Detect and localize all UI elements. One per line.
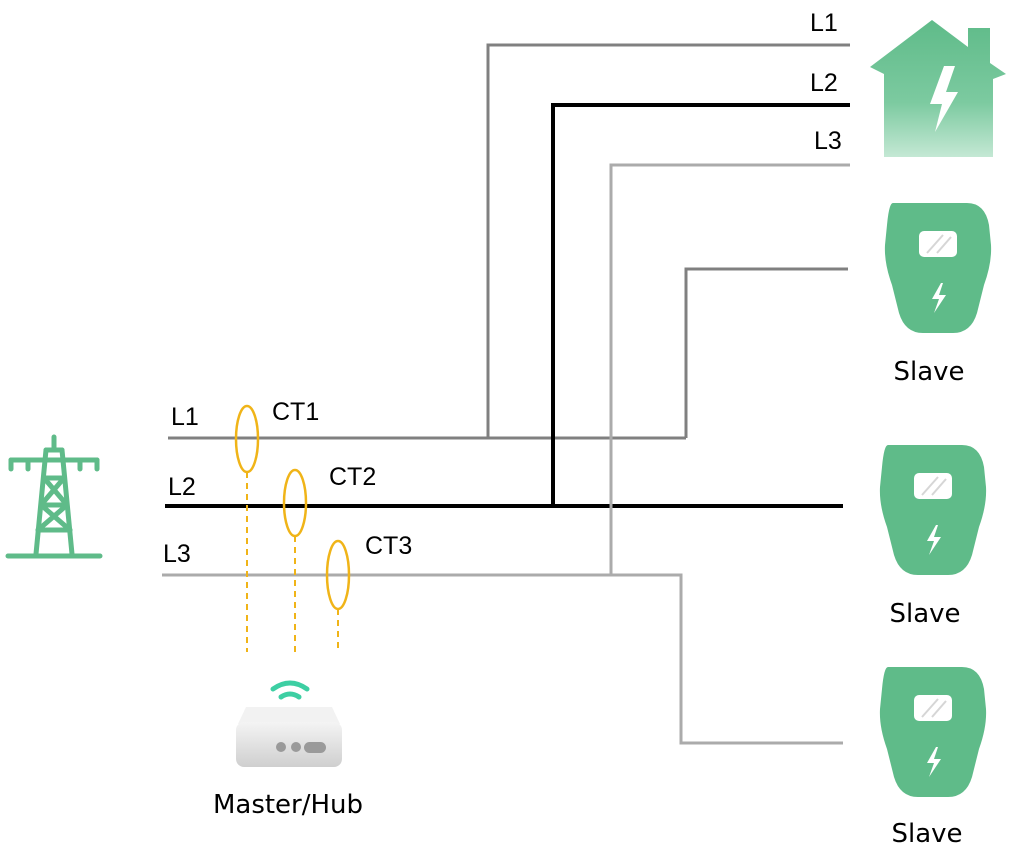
- ev-charger-icon: [878, 444, 988, 576]
- ct1-label: CT1: [272, 398, 319, 426]
- power-pylon-icon: [5, 434, 103, 559]
- grid-line-label-l2: L2: [168, 473, 196, 501]
- grid-line-label-l3: L3: [163, 540, 191, 568]
- hub-label: Master/Hub: [213, 790, 363, 820]
- line-l1: [168, 43, 850, 440]
- ct2-label: CT2: [329, 463, 376, 491]
- ev-charger-icon: [878, 666, 988, 798]
- house-lightning-icon: [870, 20, 1006, 157]
- ev-charger-icon: [883, 202, 993, 334]
- line-l3: [162, 163, 850, 745]
- wifi-icon: [270, 680, 310, 700]
- house-line-label-l2: L2: [810, 69, 838, 97]
- charger-2-label: Slave: [889, 599, 960, 629]
- hub-device-icon: [236, 707, 342, 767]
- ct1-clamp: [234, 404, 260, 652]
- charger-1-label: Slave: [893, 357, 964, 387]
- house-line-label-l3: L3: [814, 127, 842, 155]
- charger-3-label: Slave: [891, 819, 962, 849]
- line-l2: [165, 103, 850, 508]
- ct3-clamp: [325, 539, 351, 652]
- house-line-label-l1: L1: [810, 9, 838, 37]
- ct3-label: CT3: [365, 532, 412, 560]
- grid-line-label-l1: L1: [171, 403, 199, 431]
- ct2-clamp: [282, 468, 308, 652]
